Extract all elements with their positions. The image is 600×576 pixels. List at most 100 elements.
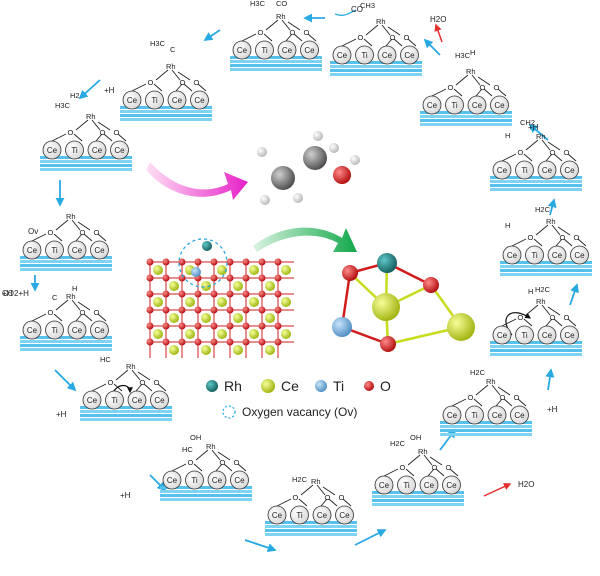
surface-atom-label: Ce	[212, 476, 223, 485]
lattice-oxygen	[258, 290, 266, 298]
lattice-cerium	[265, 345, 275, 355]
bond-line	[342, 498, 352, 507]
water-release-arrow	[483, 483, 512, 497]
oxygen-label: O	[194, 78, 200, 87]
surface-atom	[167, 90, 187, 110]
oxygen-label: O	[80, 228, 86, 237]
adsorbate-label: H	[505, 131, 510, 140]
bond-line	[477, 76, 491, 86]
lattice-cerium	[249, 297, 259, 307]
oxygen-label: O	[550, 313, 556, 322]
surface-atom-label: Ce	[447, 411, 458, 420]
bond-line	[95, 133, 103, 142]
adsorbate-label: C	[52, 293, 58, 302]
surface-stripe	[265, 525, 357, 528]
bond-line	[381, 24, 391, 36]
surface-atom-label: Ce	[564, 166, 575, 175]
bond-line	[263, 33, 273, 42]
legend-ti-label: Ti	[333, 378, 344, 394]
rh-label: Rh	[536, 132, 546, 141]
surface-atom-label: Ce	[542, 166, 553, 175]
surface-atom-label: Ce	[234, 476, 245, 485]
cycle-arrow	[569, 283, 579, 306]
oxygen-label: O	[94, 308, 100, 317]
bond-line	[171, 69, 181, 81]
bond-line	[83, 233, 93, 242]
surface-atom	[122, 90, 142, 110]
surface-slab	[80, 406, 172, 421]
oxygen-label: O	[48, 228, 54, 237]
bond-line	[75, 119, 89, 131]
lattice-oxygen	[258, 258, 266, 266]
bond-line	[525, 304, 539, 316]
surface-atom-label: Ti	[451, 101, 458, 110]
surface-atom	[377, 45, 397, 65]
cycle-arrow	[78, 79, 101, 100]
surface-atom-label: Ce	[154, 396, 165, 405]
lattice-oxygen	[226, 290, 234, 298]
ethanol-hydrogen	[313, 131, 323, 141]
lattice-oxygen	[194, 290, 202, 298]
surface-atom-label: Ce	[87, 396, 98, 405]
side-label: +H	[120, 491, 131, 500]
adsorbate-label: CH2	[520, 118, 535, 127]
bond-line	[545, 153, 553, 162]
surface-slab	[160, 486, 252, 501]
surface-atom-label: Ce	[424, 481, 435, 490]
surface-stripe	[420, 111, 512, 114]
surface-stripe	[265, 533, 357, 536]
surface-stripe	[490, 176, 582, 179]
bond-line	[455, 74, 469, 86]
surface-stripe	[500, 261, 592, 264]
lattice-cerium	[201, 345, 211, 355]
lattice-oxygen	[162, 306, 170, 314]
side-label: CO	[351, 5, 363, 14]
lattice-cerium	[185, 329, 195, 339]
surface-atom	[560, 160, 579, 180]
lattice-oxygen	[146, 322, 154, 330]
bond-line	[341, 38, 357, 47]
oxygen-label: O	[148, 78, 154, 87]
surface-stripe	[20, 340, 112, 343]
bond-line	[137, 371, 151, 381]
bond-line	[431, 88, 447, 97]
adsorbate-label: HC	[182, 445, 193, 454]
lattice-cerium	[281, 265, 291, 275]
bond-line	[285, 33, 293, 42]
bond-line	[393, 38, 403, 47]
bond-line	[553, 318, 563, 327]
surface-atom	[465, 405, 484, 425]
surface-atom	[487, 405, 507, 425]
oxygen-label: O	[339, 493, 345, 502]
legend-ti-swatch	[315, 380, 327, 392]
surface-stripe	[20, 260, 112, 263]
surface-stripe	[120, 106, 212, 109]
ethanol-atom	[333, 166, 351, 184]
oxygen-label: O	[293, 493, 299, 502]
lattice-oxygen	[274, 274, 282, 282]
lattice-cerium	[185, 297, 195, 307]
adsorbate-label: OH	[190, 433, 201, 442]
oxygen-label: O	[468, 393, 474, 402]
bond-line	[316, 484, 326, 496]
lattice-oxygen	[226, 306, 234, 314]
bond-line	[541, 304, 551, 316]
adsorbate-label: H	[72, 284, 77, 293]
lattice-oxygen	[146, 290, 154, 298]
surface-slab	[40, 156, 132, 171]
legend-rh-label: Rh	[224, 378, 242, 394]
ethanol-hydrogen	[329, 143, 339, 153]
lattice-oxygen	[146, 306, 154, 314]
lattice-oxygen	[242, 306, 250, 314]
lattice-oxygen	[210, 290, 218, 298]
lattice-titanium	[191, 267, 201, 277]
rh-label: Rh	[66, 212, 76, 221]
lattice-oxygen	[194, 338, 202, 346]
surface-slab	[265, 521, 357, 536]
rh-label: Rh	[546, 217, 556, 226]
bond-line	[91, 119, 101, 131]
cluster-cerium	[372, 293, 400, 321]
